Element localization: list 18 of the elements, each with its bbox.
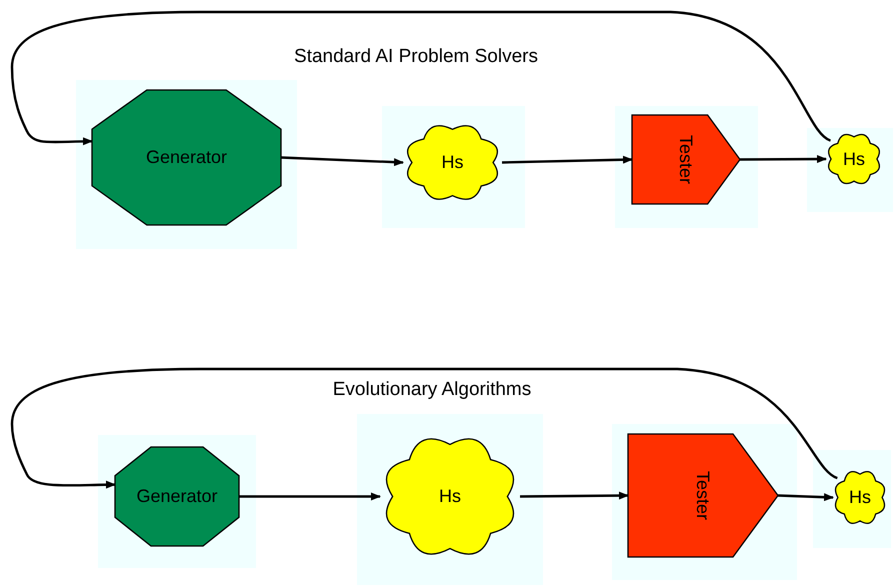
arrow [280, 156, 404, 166]
node-label: Generator [136, 486, 218, 507]
arrow [778, 493, 834, 502]
node-label: Hs [849, 487, 871, 508]
node-label: Hs [439, 486, 461, 507]
node-label: Hs [843, 148, 865, 170]
arrow [502, 156, 633, 164]
node-label: Generator [146, 147, 228, 168]
node-label: Tester [692, 470, 714, 520]
node-label: Tester [676, 134, 696, 184]
arrow [10, 10, 832, 146]
group-title: Standard AI Problem Solvers [294, 46, 538, 68]
arrow [239, 492, 381, 500]
arrow [10, 368, 838, 489]
arrow [740, 155, 827, 164]
arrow [520, 492, 629, 500]
group-title: Evolutionary Algorithms [332, 379, 532, 401]
node-label: Hs [442, 152, 464, 173]
